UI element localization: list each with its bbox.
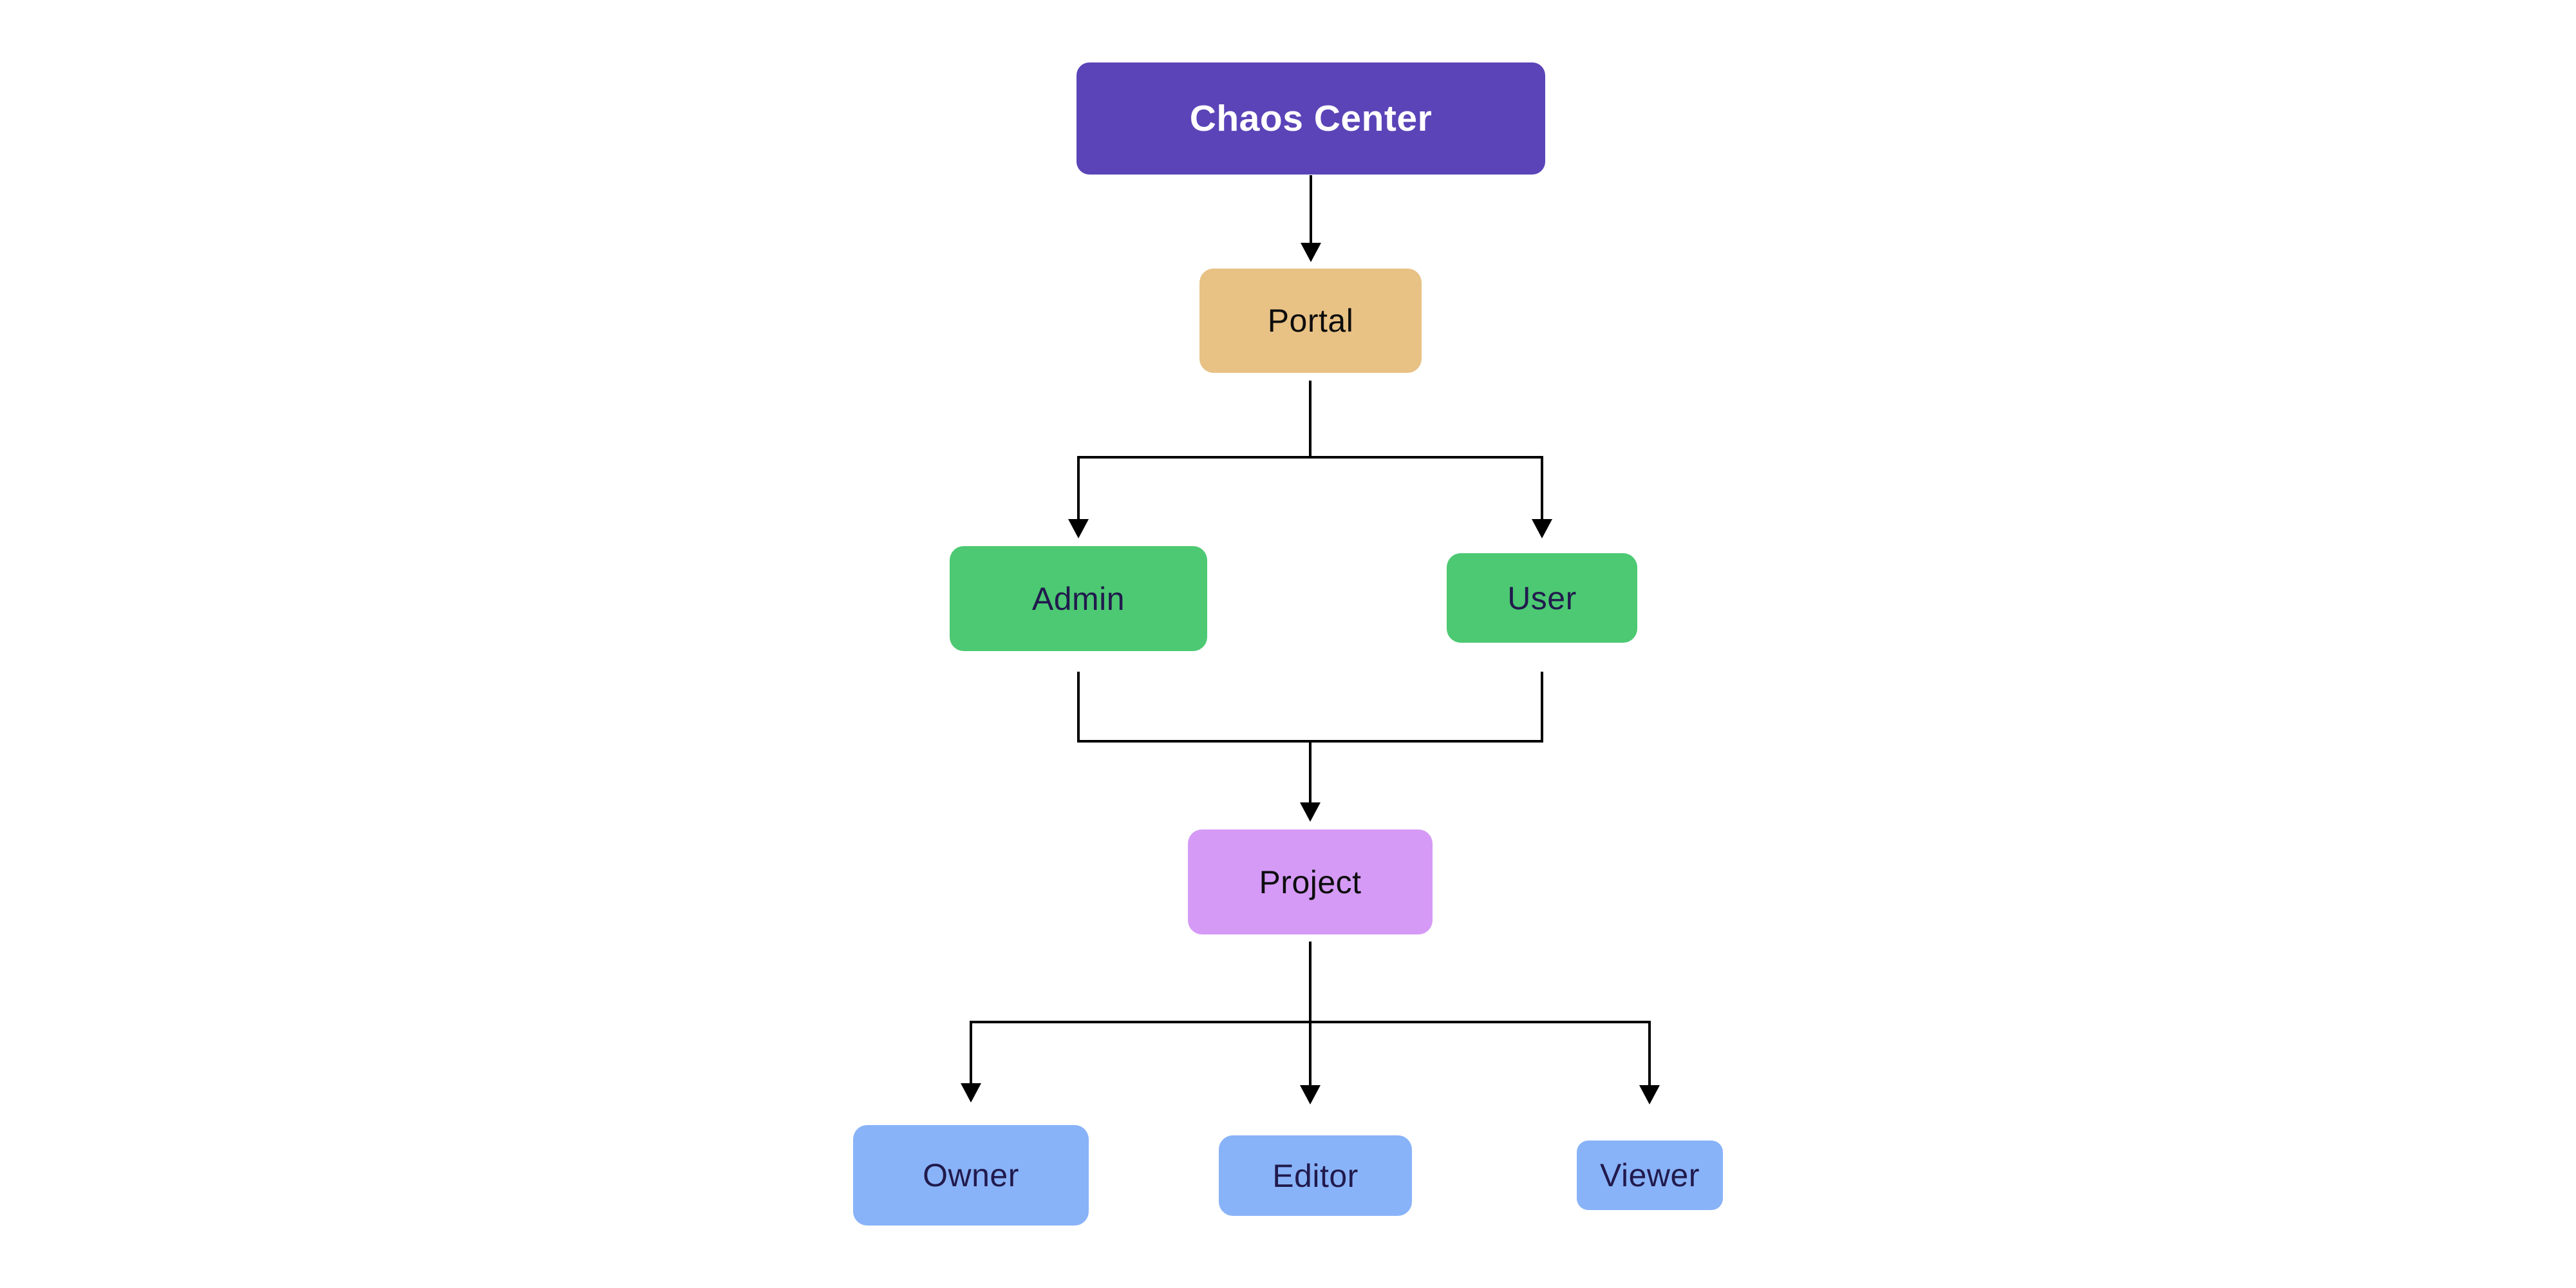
arrowhead-to-owner: [961, 1083, 981, 1103]
arrowhead-to-project: [1300, 802, 1321, 822]
arrowhead-to-editor: [1300, 1085, 1321, 1104]
node-user-label: User: [1507, 580, 1577, 616]
arrowhead-to-viewer: [1639, 1085, 1660, 1104]
node-admin-label: Admin: [1031, 580, 1125, 617]
node-user: User: [1447, 553, 1637, 643]
node-viewer: Viewer: [1577, 1141, 1723, 1210]
node-admin: Admin: [950, 546, 1207, 651]
arrowhead-to-user: [1532, 519, 1552, 538]
node-portal-label: Portal: [1267, 303, 1354, 339]
edge-portal-split: [1077, 381, 1543, 520]
node-editor: Editor: [1219, 1135, 1412, 1216]
node-viewer-label: Viewer: [1600, 1157, 1700, 1193]
edge-merge-project: [1077, 672, 1543, 805]
arrowhead-to-admin: [1068, 519, 1089, 538]
edge-project-split: [970, 942, 1651, 1088]
node-chaos-center: Chaos Center: [1076, 62, 1545, 175]
node-project-label: Project: [1259, 864, 1362, 900]
node-owner: Owner: [853, 1125, 1089, 1226]
node-portal: Portal: [1199, 269, 1422, 373]
node-chaos-center-label: Chaos Center: [1189, 98, 1433, 139]
node-owner-label: Owner: [923, 1157, 1019, 1193]
node-project: Project: [1188, 829, 1433, 934]
arrowhead-to-portal: [1301, 243, 1321, 262]
node-editor-label: Editor: [1272, 1157, 1359, 1194]
